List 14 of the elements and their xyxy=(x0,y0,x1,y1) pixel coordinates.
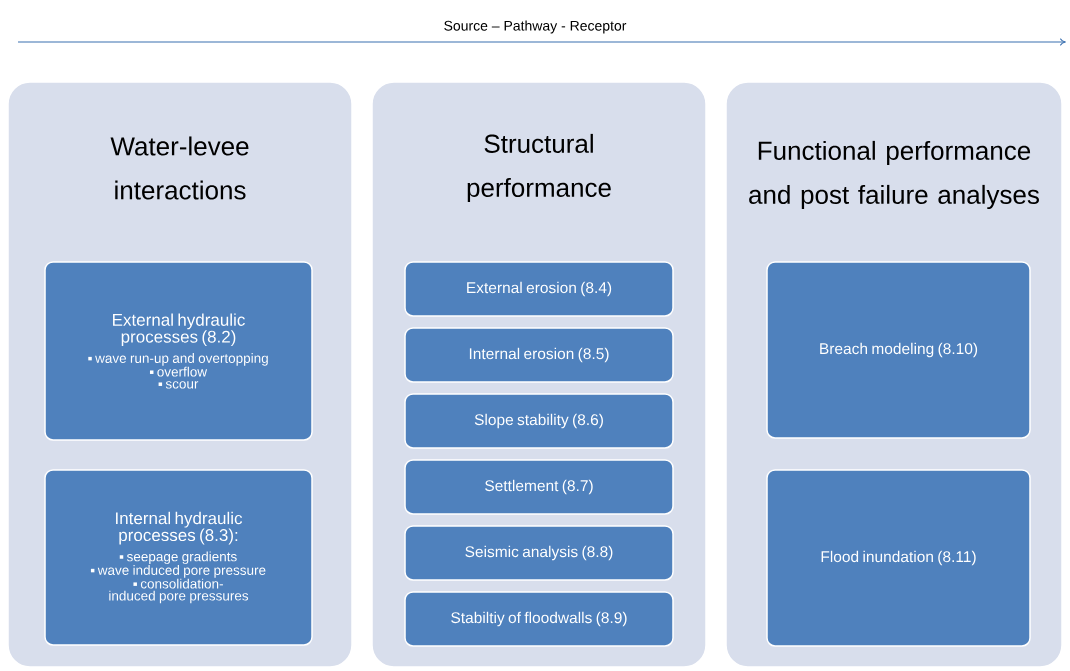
arrow-label: Source – Pathway - Receptor xyxy=(444,20,627,34)
panel-heading: Water-levee interactions xyxy=(110,136,249,200)
process-box: Slope stability (8.6) xyxy=(404,393,674,449)
process-box: Flood inundation (8.11) xyxy=(766,469,1031,647)
process-box: External erosion (8.4) xyxy=(404,261,674,317)
process-box: Breach modeling (8.10) xyxy=(766,261,1031,439)
process-box: Internal erosion (8.5) xyxy=(404,327,674,383)
process-box: Seismic analysis (8.8) xyxy=(404,525,674,581)
process-box: Stabiltiy of floodwalls (8.9) xyxy=(404,591,674,647)
panel-heading: Structural performance xyxy=(467,133,611,203)
process-box: External hydraulic processes (8.2) wave run-up and overtopping overflow scour xyxy=(44,261,313,441)
process-box: Internal hydraulic processes (8.3): seepage gradients wave induced pore pressure consolidation-induced pore pressures xyxy=(44,469,313,646)
panel-heading: Functional performance and post failure analyses xyxy=(749,140,1039,210)
process-box: Settlement (8.7) xyxy=(404,459,674,515)
